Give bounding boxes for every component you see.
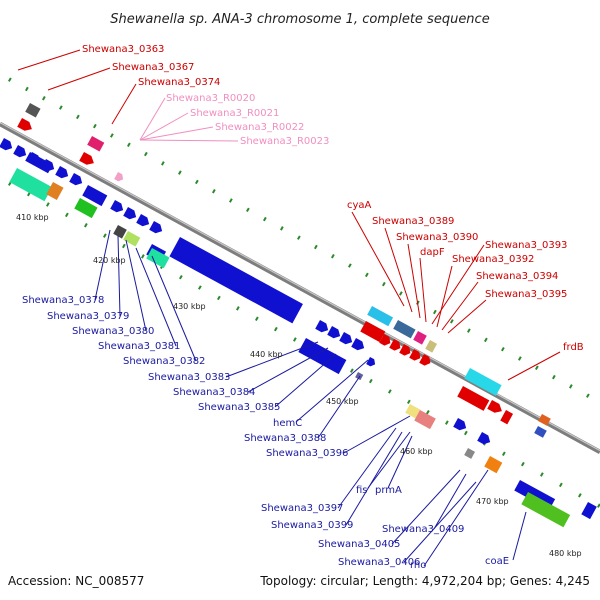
top-labels: Shewana3_0363 Shewana3_0367 Shewana3_037… (82, 44, 584, 353)
gene-label[interactable]: Shewana3_0384 (173, 387, 255, 398)
gene-label[interactable]: rho (410, 560, 426, 571)
tick-label: 450 kbp (326, 397, 359, 406)
gene-label[interactable]: Shewana3_0388 (244, 433, 326, 444)
tick-label: 420 kbp (93, 256, 126, 265)
gene-label[interactable]: Shewana3_0396 (266, 448, 348, 459)
accession-text: Accession: NC_008577 (8, 574, 144, 588)
gene-label[interactable]: hemC (273, 418, 302, 429)
gene-label[interactable]: Shewana3_0406 (338, 557, 420, 568)
backbone (0, 122, 600, 454)
gene-label[interactable]: dapF (420, 247, 445, 258)
rna-label[interactable]: Shewana3_R0020 (166, 93, 255, 104)
gene-label[interactable]: Shewana3_0395 (485, 289, 567, 300)
gene-label[interactable]: Shewana3_0381 (98, 341, 180, 352)
gene-label[interactable]: Shewana3_0390 (396, 232, 478, 243)
gene-label[interactable]: Shewana3_0380 (72, 326, 154, 337)
tick-label: 480 kbp (549, 549, 582, 558)
gene-label[interactable]: Shewana3_0394 (476, 271, 558, 282)
gene-label[interactable]: Shewana3_0392 (452, 254, 534, 265)
tick-label: 470 kbp (476, 497, 509, 506)
gene-label[interactable]: Shewana3_0389 (372, 216, 454, 227)
gene-label[interactable]: Shewana3_0367 (112, 62, 194, 73)
gene-label[interactable]: Shewana3_0379 (47, 311, 129, 322)
gene-label[interactable]: Shewana3_0383 (148, 372, 230, 383)
tick-label: 440 kbp (250, 350, 283, 359)
gene-label[interactable]: prmA (375, 485, 402, 496)
gene-label[interactable]: fis (356, 485, 368, 496)
tick-label: 410 kbp (16, 213, 49, 222)
gene-label[interactable]: cyaA (347, 200, 372, 211)
rna-label[interactable]: Shewana3_R0021 (190, 108, 279, 119)
gene-label[interactable]: Shewana3_0382 (123, 356, 205, 367)
rna-labels: Shewana3_R0020 Shewana3_R0021 Shewana3_R… (166, 93, 329, 147)
gene-label[interactable]: Shewana3_0374 (138, 77, 220, 88)
kbp-ticks: 410 kbp 420 kbp 430 kbp 440 kbp 450 kbp … (16, 213, 582, 558)
gene-label[interactable]: Shewana3_0399 (271, 520, 353, 531)
gene-label[interactable]: Shewana3_0405 (318, 539, 400, 550)
tick-label: 430 kbp (173, 302, 206, 311)
gene-label[interactable]: Shewana3_0397 (261, 503, 343, 514)
tick-label: 460 kbp (400, 447, 433, 456)
rna-label[interactable]: Shewana3_R0022 (215, 122, 304, 133)
gene-label[interactable]: Shewana3_0378 (22, 295, 104, 306)
bottom-labels: Shewana3_0378 Shewana3_0379 Shewana3_038… (22, 295, 509, 571)
gene-features (0, 103, 597, 528)
map-title: Shewanella sp. ANA-3 chromosome 1, compl… (110, 12, 489, 27)
gene-label[interactable]: Shewana3_0393 (485, 240, 567, 251)
rna-label[interactable]: Shewana3_R0023 (240, 136, 329, 147)
gene-label[interactable]: coaE (485, 556, 509, 567)
summary-text: Topology: circular; Length: 4,972,204 bp… (259, 574, 590, 588)
dotted-track-outer (7, 77, 590, 398)
gene-label[interactable]: Shewana3_0363 (82, 44, 164, 55)
gene-label[interactable]: Shewana3_0385 (198, 402, 280, 413)
gene-label[interactable]: frdB (563, 342, 584, 353)
gene-label[interactable]: Shewana3_0409 (382, 524, 464, 535)
callout-lines (17, 49, 561, 567)
